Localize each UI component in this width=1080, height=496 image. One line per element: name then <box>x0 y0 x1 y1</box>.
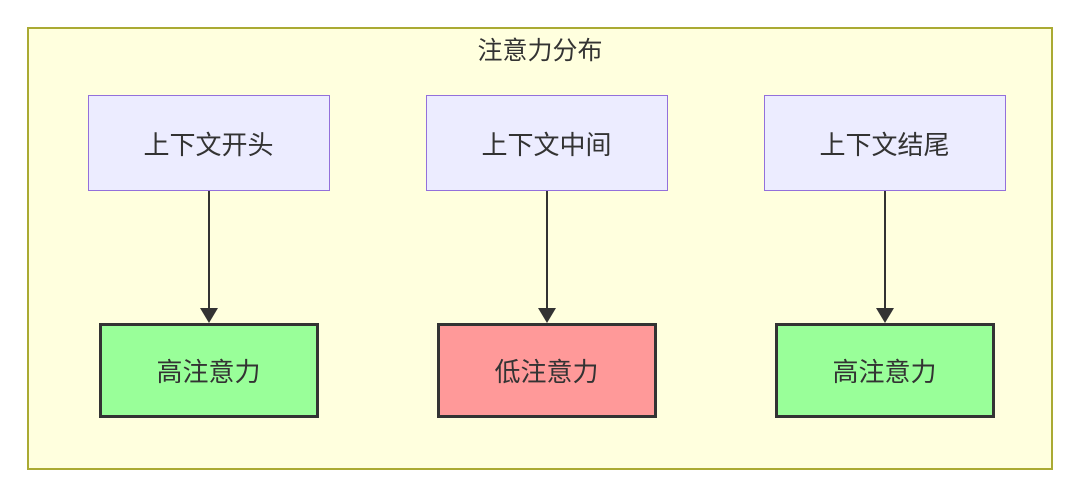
flow-column-context-start: 上下文开头 高注意力 <box>85 95 332 418</box>
flow-columns: 上下文开头 高注意力 上下文中间 低注意力 <box>29 95 1051 418</box>
arrow-down <box>199 191 218 323</box>
source-node-label: 上下文结尾 <box>819 129 950 160</box>
attention-distribution-group: 注意力分布 上下文开头 高注意力 上下文中间 <box>27 27 1053 470</box>
arrow-line <box>207 191 210 308</box>
flow-column-context-end: 上下文结尾 高注意力 <box>761 95 1008 418</box>
arrow-head-icon <box>199 308 218 323</box>
arrow-line <box>545 191 548 308</box>
source-node: 上下文开头 <box>87 95 330 191</box>
result-node-label: 高注意力 <box>156 357 261 387</box>
result-node: 高注意力 <box>774 323 995 418</box>
result-node-label: 低注意力 <box>494 357 599 387</box>
arrow-down <box>537 191 556 323</box>
flow-column-context-middle: 上下文中间 低注意力 <box>423 95 670 418</box>
arrow-line <box>883 191 886 308</box>
arrow-down <box>875 191 894 323</box>
source-node-label: 上下文开头 <box>143 129 274 160</box>
source-node: 上下文结尾 <box>763 95 1006 191</box>
arrow-head-icon <box>875 308 894 323</box>
result-node-label: 高注意力 <box>832 357 937 387</box>
result-node: 低注意力 <box>436 323 657 418</box>
arrow-head-icon <box>537 308 556 323</box>
diagram-title: 注意力分布 <box>477 37 603 65</box>
source-node: 上下文中间 <box>425 95 668 191</box>
source-node-label: 上下文中间 <box>481 129 612 160</box>
result-node: 高注意力 <box>98 323 319 418</box>
